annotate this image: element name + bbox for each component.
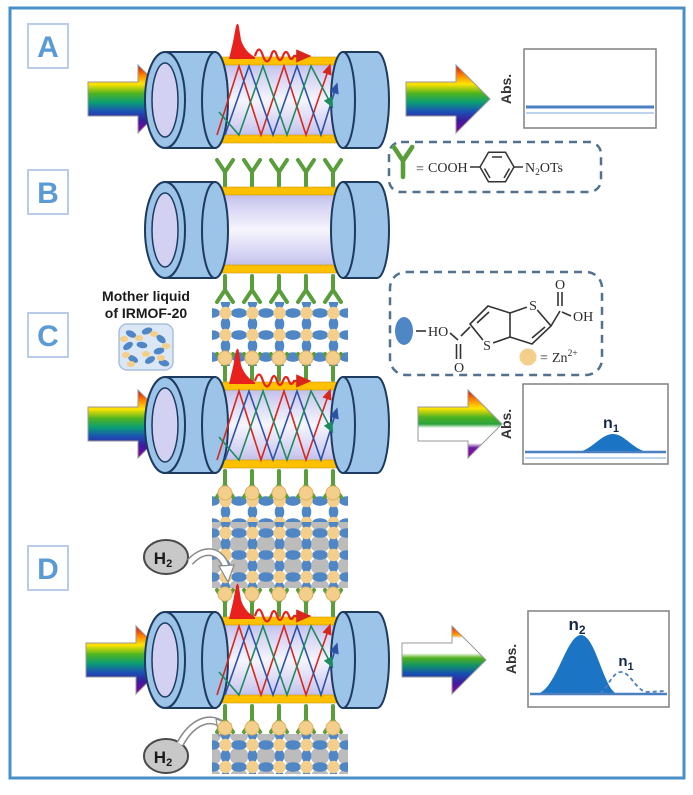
panel-a-label: A [37,31,59,64]
h2-bubble-top: H2 [143,539,235,584]
output-light-arrow-a [405,64,491,134]
bottom-linkers-b [215,274,343,304]
optical-fiber-b [144,181,390,279]
oh-label: OH [573,310,593,325]
output-light-arrow-d [401,625,487,695]
absorbance-plot-c: n1 Abs. [498,383,669,465]
panel-d-label: D [37,553,59,586]
panel-c-label-box [27,312,69,358]
mother-liquid-box-icon [118,323,174,371]
optical-fiber-d [144,584,390,709]
optical-fiber-a [144,24,390,149]
absorbance-plot-a: Abs. [498,48,657,129]
ho-label: HO [428,325,448,340]
thienothiophene-structure [449,292,572,359]
panel-b-label: B [37,177,59,210]
absorbance-plot-d: n2 n1 Abs. [503,610,670,708]
abs-axis-label-c: Abs. [498,409,514,439]
panel-a: A Abs. [27,23,657,149]
o-left-label: O [454,361,464,376]
figure-border [8,6,686,780]
mof-lattice-top-d [212,522,348,588]
h2-arrow-top-icon [187,548,235,584]
bottom-linkers-d [217,706,341,735]
panel-b-label-box [27,169,69,215]
output-light-arrow-c [417,389,503,459]
diazonium-label: N2OTs [525,161,563,178]
benzene-ring-icon [479,151,515,183]
panel-d: D H2 H2 [27,522,670,774]
zn-equals: = [540,351,548,366]
zn-label: Zn2+ [552,349,578,366]
legend-equals: = [416,162,424,177]
mother-liquid-caption-line2: of IRMOF-20 [105,305,188,321]
abs-axis-label-d: Abs. [503,644,519,674]
s-bottom-label: S [483,339,491,354]
panel-a-label-box [27,23,69,69]
cooh-label: COOH [428,161,468,176]
abs-axis-label-a: Abs. [498,74,514,104]
mof-lattice-bottom-d [212,734,348,774]
zn-node-icon [519,348,537,366]
s-top-label: S [529,299,537,314]
optical-fiber-c [144,349,390,474]
peak-n1-label-d: n1 [618,653,633,673]
peak-n1-label-c: n1 [603,415,619,435]
mof-linker-oval-icon [395,317,413,345]
panel-b: B [27,158,390,304]
panel-c-label: C [37,320,59,353]
peak-n2-label-d: n2 [568,615,585,637]
h2-label-top: H2 [154,549,172,570]
top-linkers-b [215,158,343,188]
h2-label-bottom: H2 [154,748,172,769]
mof-legend-box: HO O S S O OH = Zn2+ [388,270,604,377]
o-right-label: O [555,278,565,293]
panel-d-label-box [27,545,69,591]
mother-liquid-caption-line1: Mother liquid [102,288,190,304]
linker-legend-box: = COOH N2OTs [387,140,603,194]
